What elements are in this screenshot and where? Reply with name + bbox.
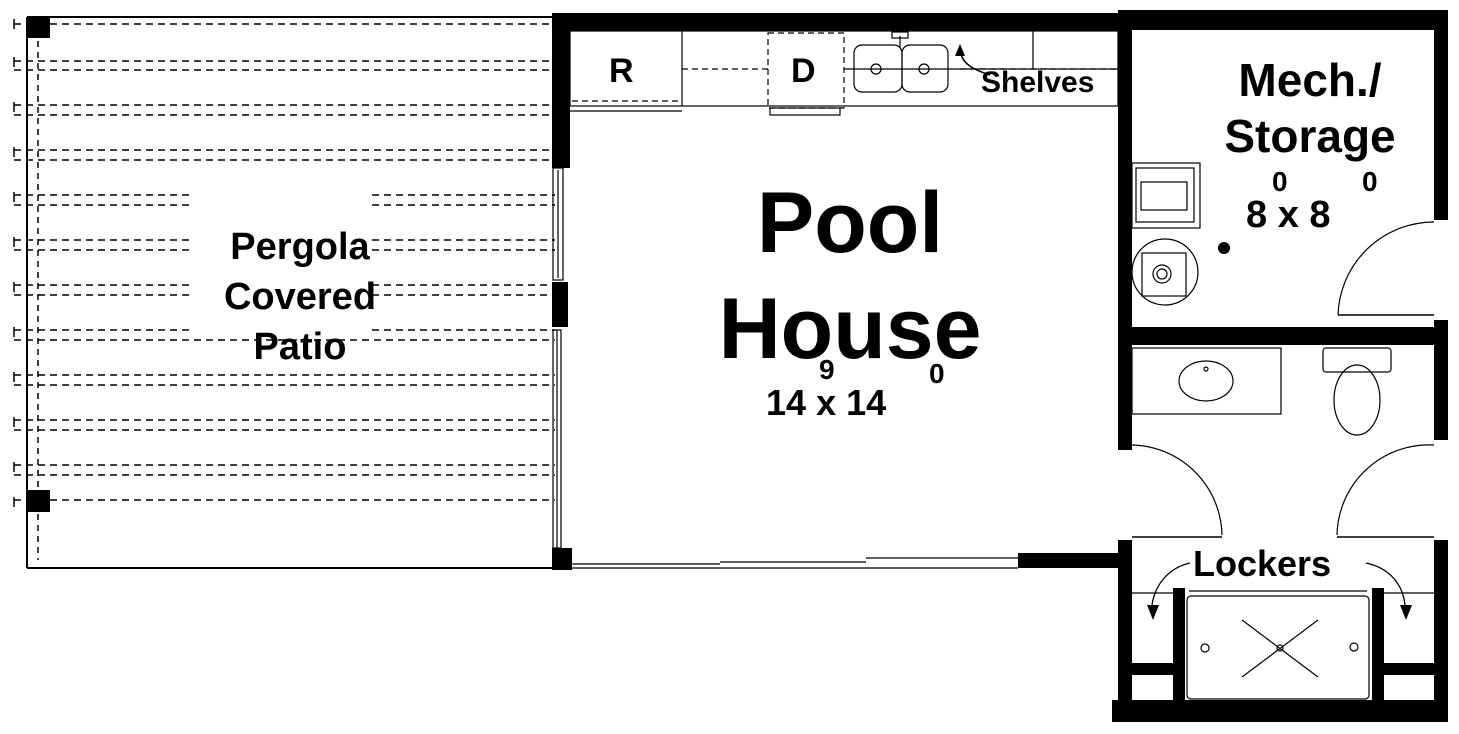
patio-label-line2: Covered bbox=[223, 276, 377, 318]
water-heater-icon bbox=[1131, 162, 1201, 229]
vanity-icon bbox=[1131, 347, 1282, 415]
kitchen-counter bbox=[569, 30, 1119, 116]
left-windows bbox=[552, 167, 564, 549]
mech-label-line2: Storage bbox=[1224, 110, 1396, 162]
pool-house-dim-w-inches: 9 bbox=[819, 354, 835, 385]
post-bottom-left bbox=[28, 490, 50, 512]
mech-label: Mech./ Storage bbox=[1195, 52, 1425, 164]
shelves-arrowhead-icon bbox=[955, 44, 965, 56]
pool-house-walls bbox=[552, 10, 1448, 722]
toilet-icon bbox=[1322, 347, 1392, 436]
bath-door-right-swing-icon bbox=[1336, 444, 1435, 536]
patio-label: Pergola Covered Patio bbox=[200, 222, 400, 372]
locker-arrow-right-icon bbox=[1365, 562, 1406, 606]
post-top-left bbox=[28, 16, 50, 38]
patio-label-line3: Patio bbox=[253, 326, 347, 368]
patio-label-line1: Pergola bbox=[230, 226, 370, 268]
bath-door-left-swing-icon bbox=[1131, 444, 1223, 536]
pool-house-dim-l-inches: 0 bbox=[929, 358, 945, 389]
pergola-patio bbox=[13, 16, 555, 569]
double-sink-icon bbox=[853, 31, 949, 93]
dishwasher-label: D bbox=[791, 52, 816, 90]
tank-icon bbox=[1131, 238, 1199, 306]
pool-house-dimension: 14 x 14 bbox=[766, 382, 887, 423]
pool-house-label-line2: House bbox=[718, 281, 982, 377]
sliding-door-bottom bbox=[572, 557, 1018, 569]
lockers-label: Lockers bbox=[1193, 543, 1332, 584]
mech-dimension: 8 x 8 bbox=[1246, 194, 1331, 236]
shelves-label: Shelves bbox=[981, 66, 1095, 99]
floor-drain-icon bbox=[1218, 242, 1230, 254]
locker-arrow-left-icon bbox=[1151, 562, 1191, 606]
refrigerator-label: R bbox=[609, 52, 634, 90]
mech-label-line1: Mech./ bbox=[1238, 54, 1382, 106]
pool-house-label-line1: Pool bbox=[756, 175, 944, 271]
mech-dim-l-inches: 0 bbox=[1362, 166, 1378, 197]
pool-house-label: Pool House bbox=[700, 170, 1000, 382]
mech-door-swing-icon bbox=[1337, 221, 1435, 316]
mech-dim-w-inches: 0 bbox=[1272, 166, 1288, 197]
shower-icon bbox=[1130, 590, 1434, 700]
